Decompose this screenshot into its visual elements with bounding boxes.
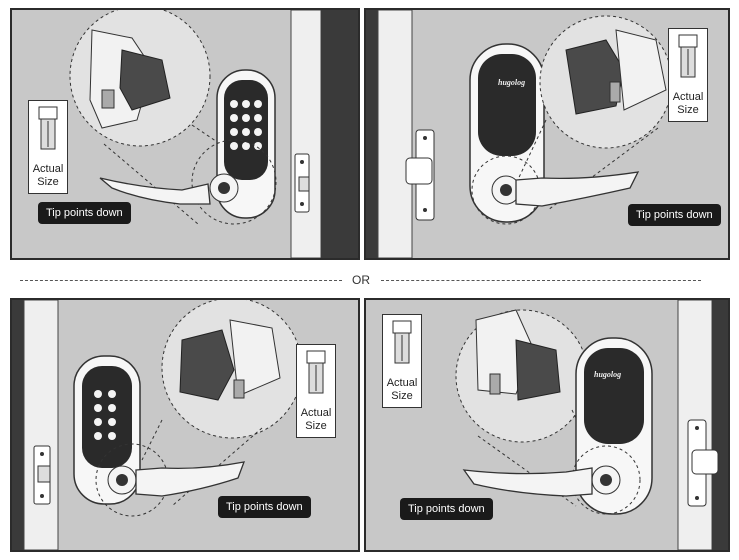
size-label: Size — [677, 104, 699, 116]
size-label: Size — [391, 390, 413, 402]
or-divider: OR — [0, 272, 739, 290]
bottom-right-illustration — [455, 300, 728, 550]
divider-line-right — [381, 280, 701, 281]
cylinder-icon — [678, 34, 698, 78]
cylinder-icon — [38, 106, 58, 150]
actual-label: Actual — [672, 91, 704, 103]
cylinder-icon — [392, 320, 412, 364]
or-label: OR — [352, 273, 370, 287]
bottom-left-illustration — [12, 300, 303, 550]
actual-label: Actual — [386, 377, 418, 389]
actual-label: Actual — [32, 163, 64, 175]
cylinder-icon — [306, 350, 326, 394]
brand-logo: hugolog — [594, 370, 622, 379]
tip-points-down-label: Tip points down — [400, 498, 493, 520]
actual-label: Actual — [300, 407, 332, 419]
size-label: Size — [37, 176, 59, 188]
tip-points-down-label: Tip points down — [218, 496, 311, 518]
tip-points-down-label: Tip points down — [628, 204, 721, 226]
divider-line-left — [20, 280, 342, 281]
tip-points-down-label: Tip points down — [38, 202, 131, 224]
top-left-illustration — [69, 10, 358, 258]
size-label: Size — [305, 420, 327, 432]
brand-logo: hugolog — [498, 78, 526, 87]
